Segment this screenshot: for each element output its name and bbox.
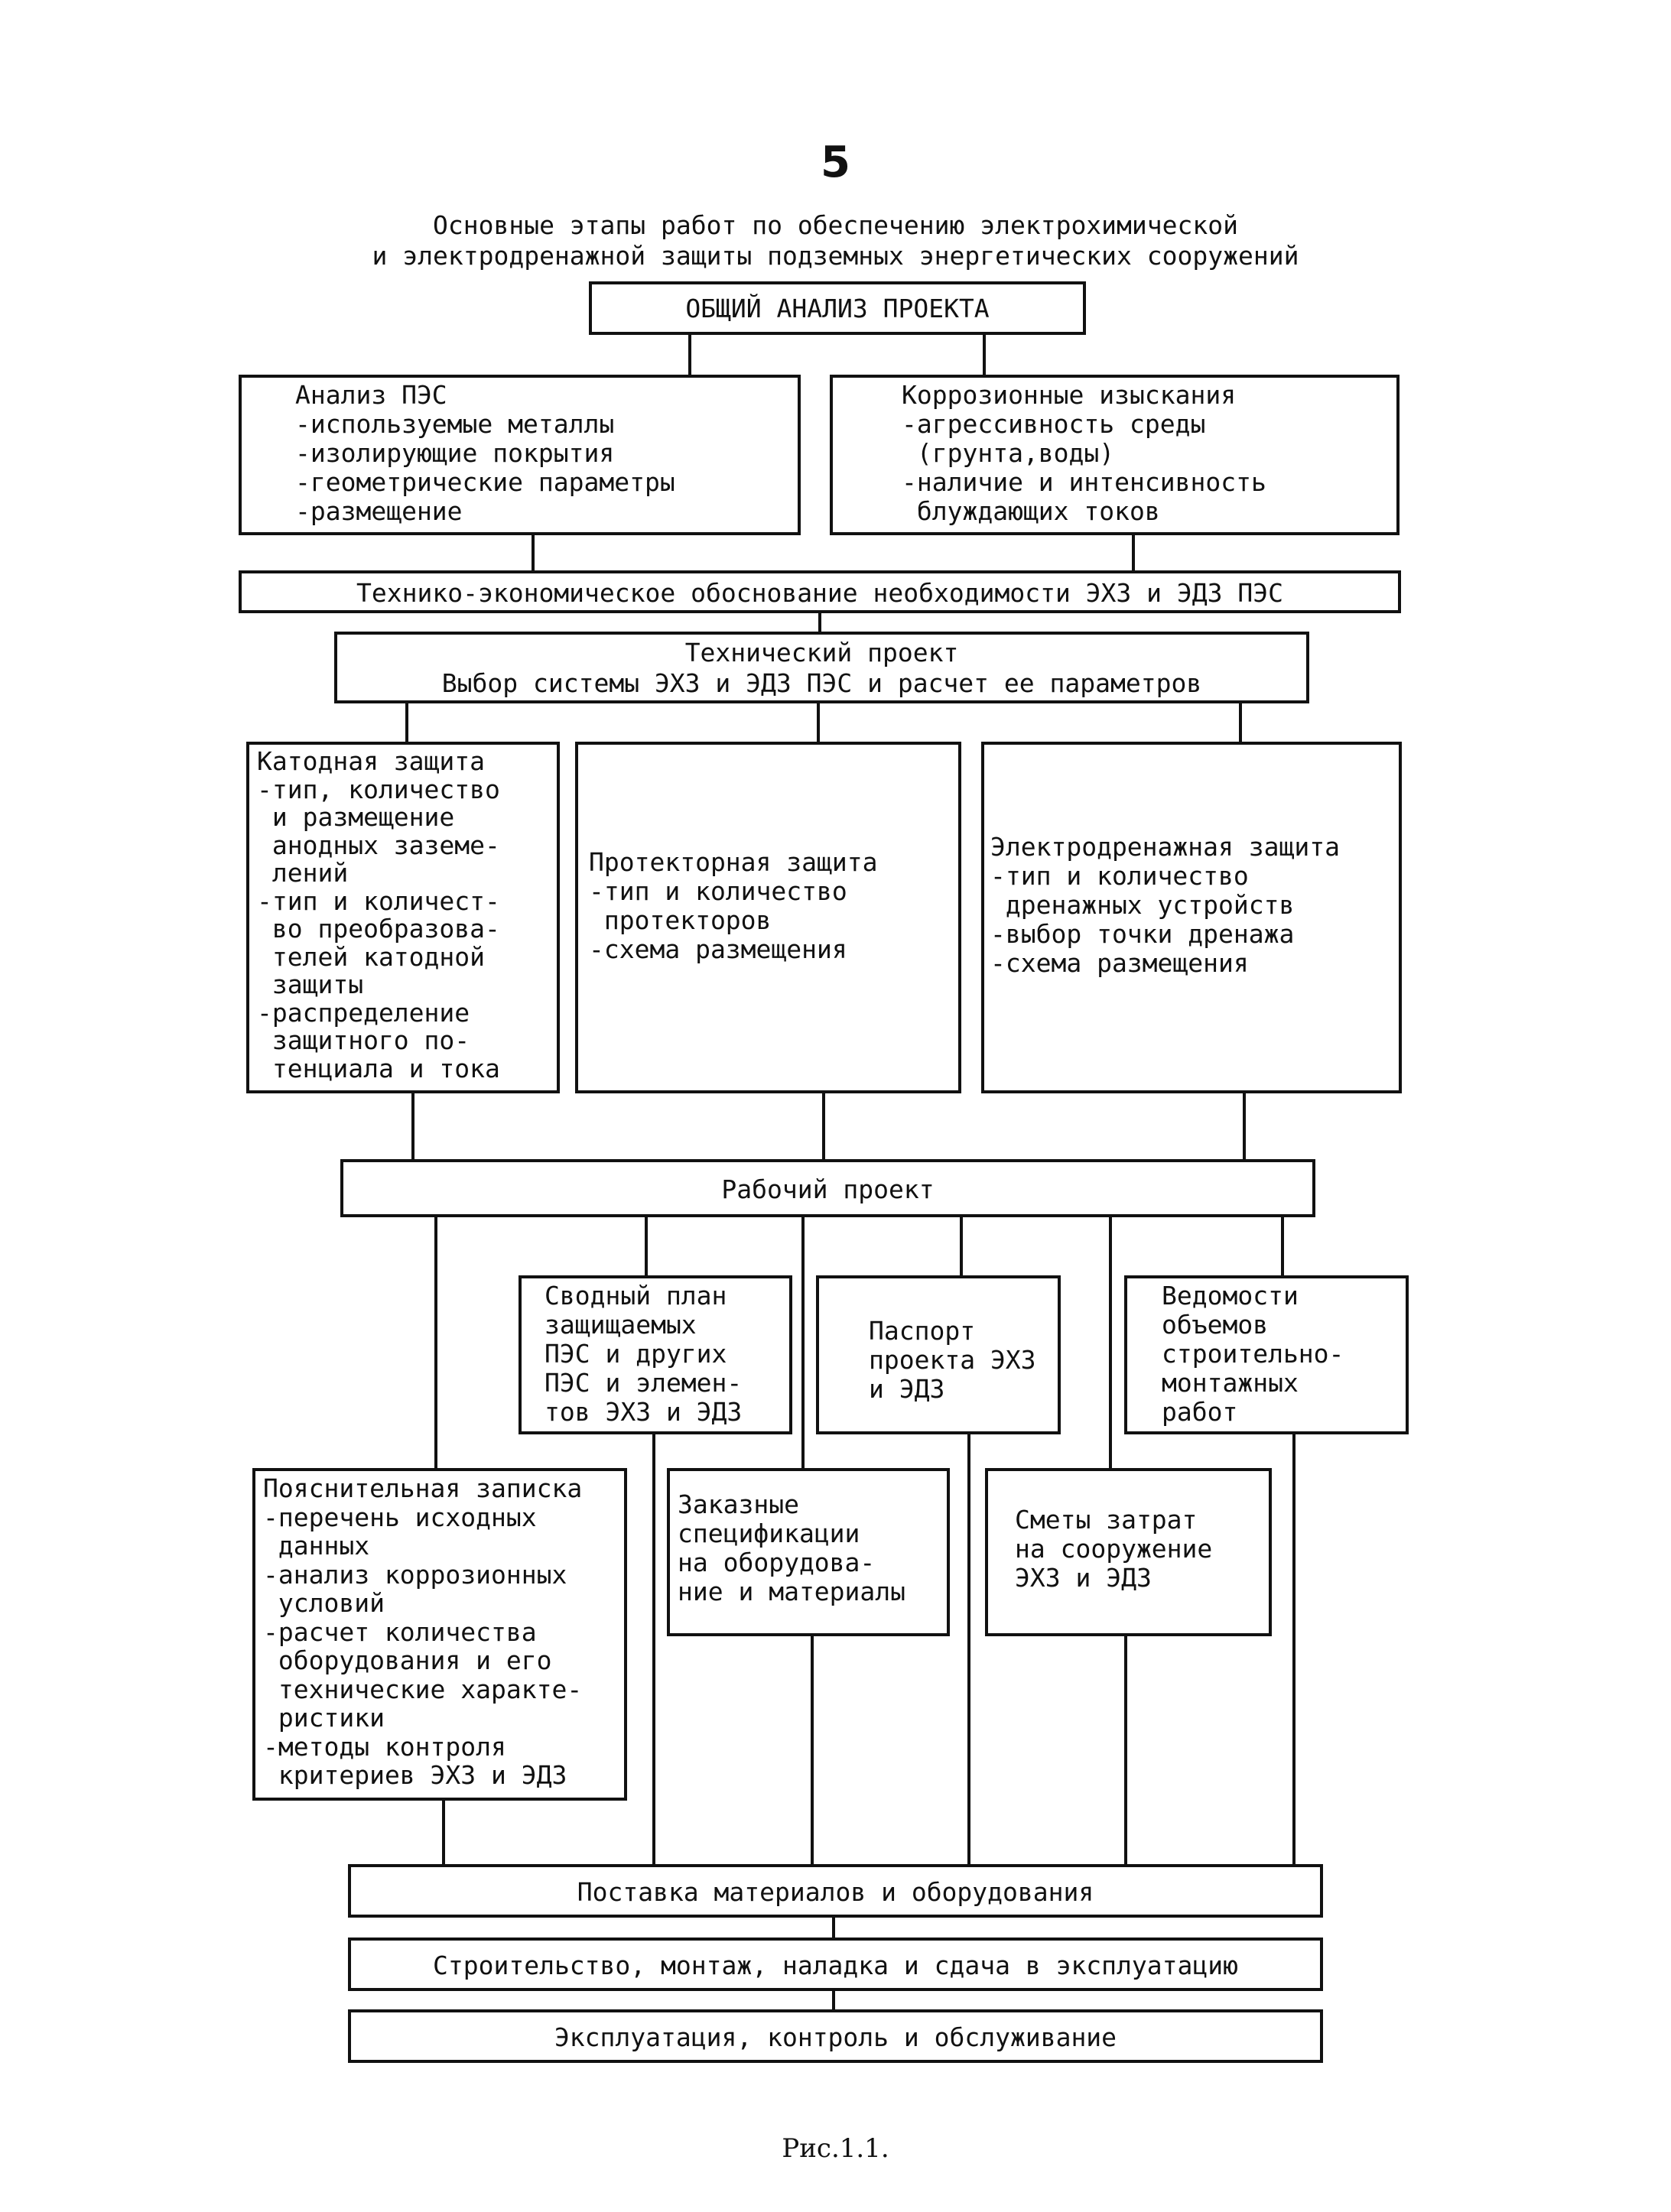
connector <box>442 1797 445 1867</box>
corrosion-survey-box: Коррозионные изыскания -агрессивность ср… <box>830 375 1400 535</box>
explanatory-note-box: Пояснительная записка -перечень исходных… <box>252 1468 627 1801</box>
connector <box>811 1635 814 1867</box>
connector <box>1124 1633 1127 1867</box>
connector <box>434 1216 437 1472</box>
passport-box: Паспорт проекта ЭХЗ и ЭДЗ <box>816 1275 1061 1434</box>
construction-box: Строительство, монтаж, наладка и сдача в… <box>348 1938 1323 1991</box>
connector <box>1239 702 1242 744</box>
pes-analysis-box: Анализ ПЭС -используемые металлы -изолир… <box>239 375 801 535</box>
working-project-box: Рабочий проект <box>340 1159 1315 1217</box>
connector <box>983 333 986 376</box>
connector <box>411 1093 414 1162</box>
connector <box>1132 535 1135 573</box>
connector <box>832 1916 835 1939</box>
connector <box>1281 1216 1284 1278</box>
connector <box>822 1093 825 1162</box>
connector <box>688 333 691 376</box>
feasibility-box: Технико-экономическое обоснование необхо… <box>239 570 1401 613</box>
protector-protection-box: Протекторная защита -тип и количество пр… <box>575 742 961 1093</box>
cathodic-protection-box: Катодная защита -тип, количество и разме… <box>246 742 560 1093</box>
figure-caption: Рис.1.1. <box>782 2133 889 2164</box>
connector <box>818 612 821 635</box>
connector <box>645 1216 648 1278</box>
connector <box>1109 1216 1112 1472</box>
operation-box: Эксплуатация, контроль и обслуживание <box>348 2009 1323 2063</box>
electrodrainage-protection-box: Электродренажная защита -тип и количеств… <box>981 742 1402 1093</box>
connector <box>960 1216 963 1278</box>
connector <box>1292 1431 1296 1867</box>
connector <box>532 535 535 573</box>
bill-of-quantities-box: Ведомости объемов строительно- монтажных… <box>1124 1275 1409 1434</box>
summary-plan-box: Сводный план защищаемых ПЭС и других ПЭС… <box>519 1275 792 1434</box>
cost-estimates-box: Сметы затрат на сооружение ЭХЗ и ЭДЗ <box>985 1468 1272 1636</box>
technical-project-box: Технический проект Выбор системы ЭХЗ и Э… <box>334 632 1309 703</box>
connector <box>832 1988 835 2011</box>
supply-box: Поставка материалов и оборудования <box>348 1864 1323 1918</box>
page-number: 5 <box>821 138 850 187</box>
connector <box>652 1431 655 1867</box>
specifications-box: Заказные спецификации на оборудова- ние … <box>667 1468 950 1636</box>
general-analysis-box: ОБЩИЙ АНАЛИЗ ПРОЕКТА <box>589 281 1086 335</box>
diagram-title: Основные этапы работ по обеспечению элек… <box>372 210 1299 271</box>
connector <box>801 1216 805 1472</box>
connector <box>1243 1093 1246 1162</box>
connector <box>405 702 408 744</box>
connector <box>817 702 820 744</box>
connector <box>967 1431 970 1867</box>
